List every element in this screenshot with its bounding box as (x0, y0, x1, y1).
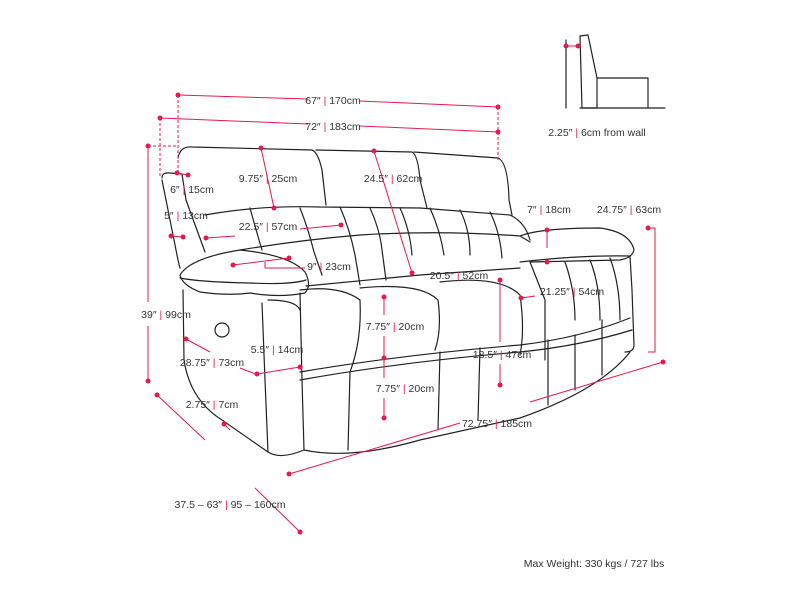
label-side-depth: 28.75″ | 73cm (180, 357, 244, 369)
label-arm-height: 7″ | 18cm (527, 204, 571, 216)
label-seat-height: 18.5″ | 47cm (473, 349, 532, 361)
label-leg-height: 2.75″ | 7cm (186, 399, 239, 411)
label-seat-depth: 20.5″ | 52cm (430, 270, 489, 282)
label-base-width: 72.75″ | 185cm (462, 418, 532, 430)
label-arm-top: 6″ | 15cm (170, 184, 214, 196)
label-total-height: 39″ | 99cm (141, 309, 191, 321)
label-cushion-upper: 7.75″ | 20cm (366, 321, 425, 333)
label-footrest: 5.5″ | 14cm (251, 344, 304, 356)
label-arm-floor: 24.75″ | 63cm (597, 204, 661, 216)
dimension-lines (147, 45, 664, 533)
label-back-height: 24.5″ | 62cm (364, 173, 423, 185)
label-arm-width: 5″ | 13cm (164, 210, 208, 222)
max-weight: Max Weight: 330 kgs / 727 lbs (524, 558, 664, 570)
label-inner-width: 67″ | 170cm (305, 95, 361, 107)
label-arm-depth: 9″ | 23cm (307, 261, 351, 273)
dimension-labels: 67″ | 170cm 72″ | 183cm 9.75″ | 25cm 24.… (141, 95, 664, 570)
label-headrest-height: 9.75″ | 25cm (239, 173, 298, 185)
label-recline-depth: 37.5 – 63″ | 95 – 160cm (175, 499, 286, 511)
dimension-dots (145, 43, 666, 535)
label-overall-width: 72″ | 183cm (305, 121, 361, 133)
label-cushion-lower: 7.75″ | 20cm (376, 383, 435, 395)
sofa-outline (161, 34, 666, 457)
label-seat-section: 21.25″ | 54cm (540, 286, 604, 298)
label-seat-width: 22.5″ | 57cm (239, 221, 298, 233)
label-wall-clearance: 2.25″ | 6cm from wall (548, 127, 645, 139)
